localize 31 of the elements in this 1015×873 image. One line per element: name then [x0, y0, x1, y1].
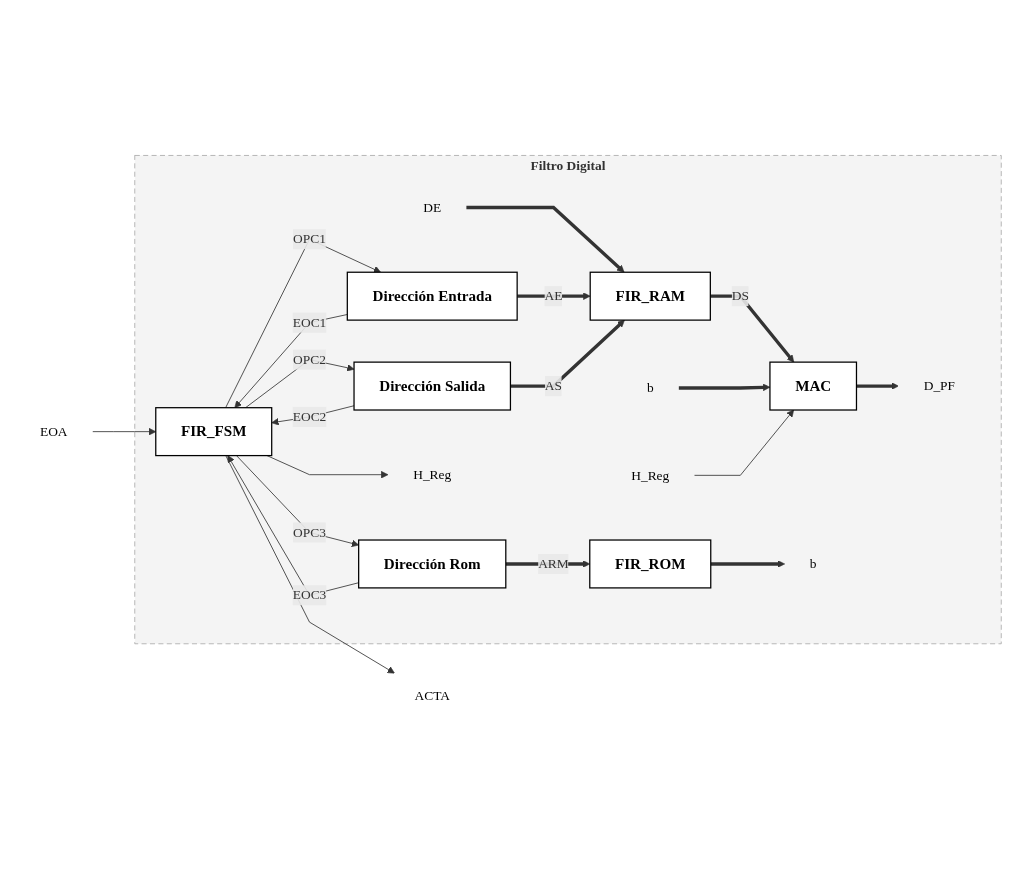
node-text: H_Reg: [412, 466, 451, 481]
node-text: b: [809, 555, 817, 571]
edge-label: EOC1: [292, 314, 326, 329]
edge-label: OPC1: [292, 231, 326, 246]
edge-label: EOC3: [292, 587, 326, 602]
arrow: [710, 559, 785, 568]
node-box: FIR_ROM: [588, 538, 711, 589]
edge-label: ARM: [537, 555, 569, 571]
node-box: Dirección Entrada: [346, 271, 518, 321]
arrow: [509, 319, 625, 388]
node-box: Dirección Rom: [357, 538, 506, 589]
edge-label: OPC3: [292, 524, 326, 539]
edge-label: OPC2: [292, 351, 326, 366]
node-text: D_PF: [923, 378, 955, 393]
node-box: Dirección Salida: [352, 361, 511, 411]
node-text: EOA: [39, 423, 68, 438]
arrow: [709, 294, 794, 362]
edge-label: DS: [731, 288, 749, 303]
node-text: b: [646, 379, 654, 395]
edge-label: AE: [544, 288, 562, 303]
arrow: [678, 383, 770, 391]
arrow: [465, 205, 624, 273]
edge-label: AS: [544, 378, 562, 393]
node-text: H_Reg: [630, 467, 669, 482]
edge-label: EOC2: [292, 408, 326, 424]
node-text: ACTA: [413, 687, 450, 703]
node-box: FIR_FSM: [154, 406, 272, 456]
node-text: DE: [422, 199, 441, 214]
node-box: MAC: [768, 361, 857, 411]
node-box: FIR_RAM: [589, 271, 711, 321]
arrow: [856, 381, 899, 390]
